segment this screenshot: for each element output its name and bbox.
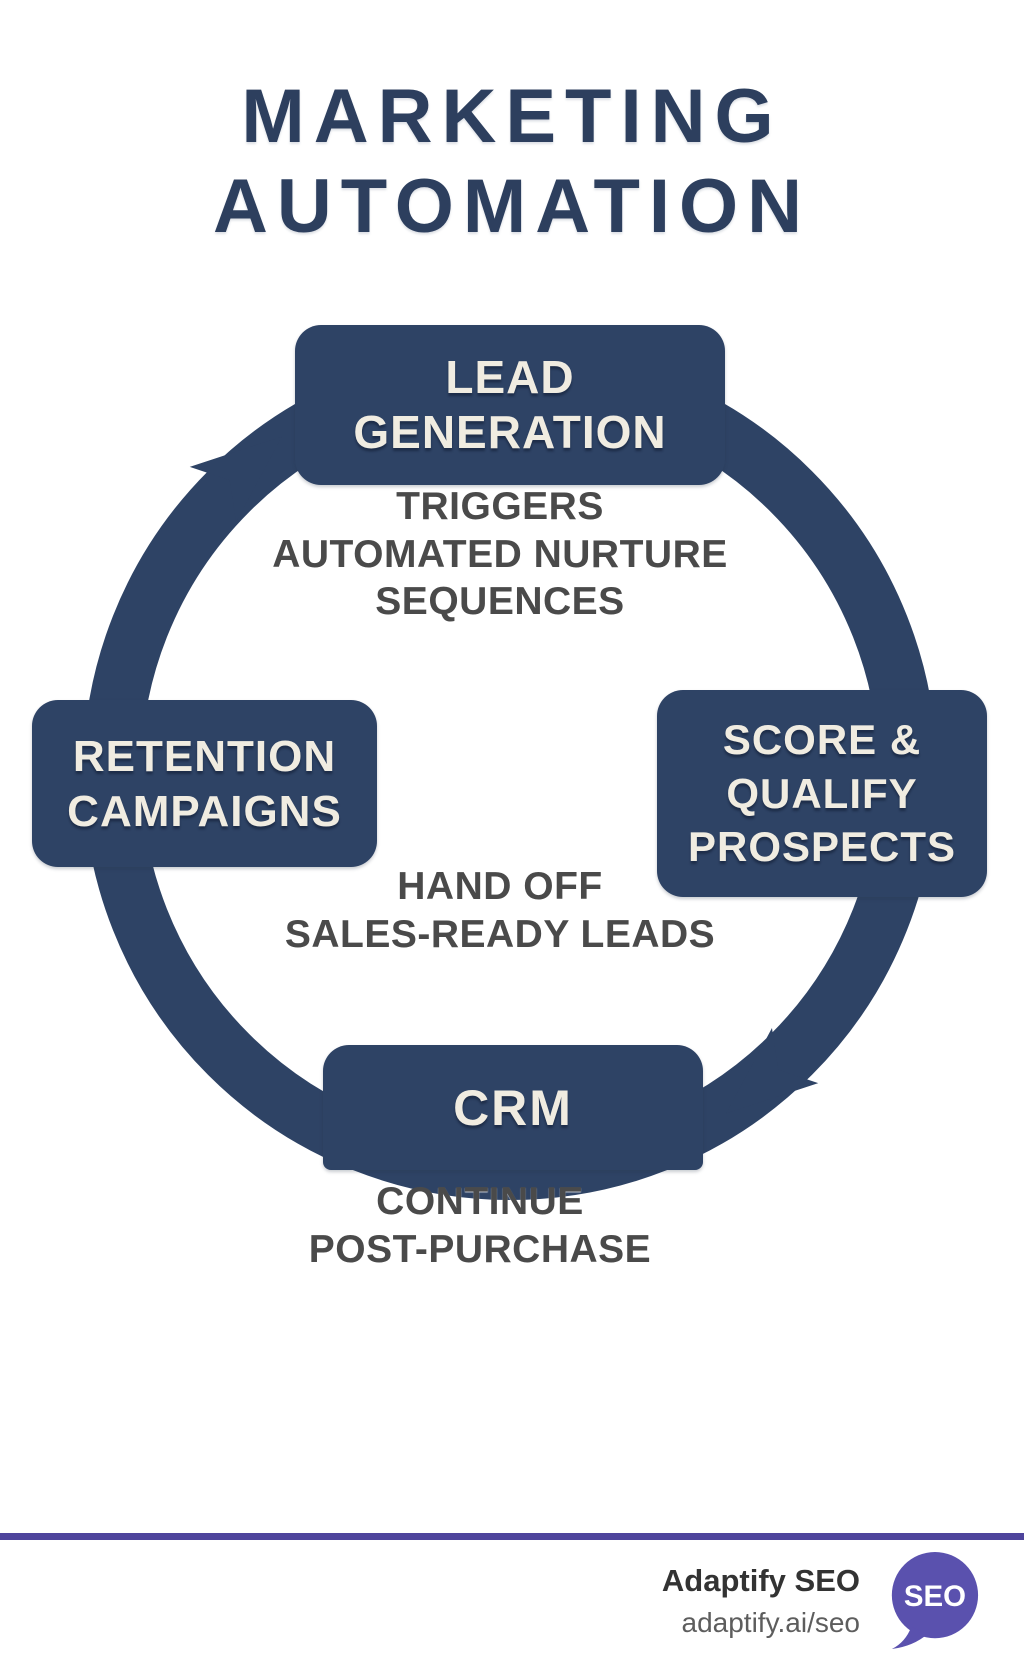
cycle-arrow-bottom-right-icon: [726, 1027, 819, 1114]
footer-divider: [0, 1533, 1024, 1540]
connector-label-triggers: TRIGGERS AUTOMATED NURTURE SEQUENCES: [272, 485, 728, 624]
footer: Adaptify SEO adaptify.ai/seo SEO: [662, 1552, 982, 1650]
cycle-arrow-top-left-icon: [189, 436, 282, 523]
seo-speech-bubble-icon: SEO: [891, 1552, 979, 1650]
node-retention-campaigns: RETENTION CAMPAIGNS: [32, 700, 377, 867]
footer-text: Adaptify SEO adaptify.ai/seo: [662, 1563, 860, 1639]
connector-label-hand-off: HAND OFF SALES-READY LEADS: [284, 865, 716, 956]
node-lead-generation: LEAD GENERATION: [295, 325, 725, 485]
page-title: MARKETING AUTOMATION: [212, 74, 812, 249]
seo-logo-text: SEO: [904, 1580, 966, 1613]
node-crm: CRM: [323, 1045, 703, 1170]
node-score-qualify-prospects: SCORE & QUALIFY PROSPECTS: [657, 690, 987, 897]
footer-brand-url: adaptify.ai/seo: [681, 1607, 861, 1638]
footer-brand-name: Adaptify SEO: [661, 1563, 860, 1598]
connector-label-continue-post-purchase: CONTINUE POST-PURCHASE: [308, 1180, 652, 1271]
